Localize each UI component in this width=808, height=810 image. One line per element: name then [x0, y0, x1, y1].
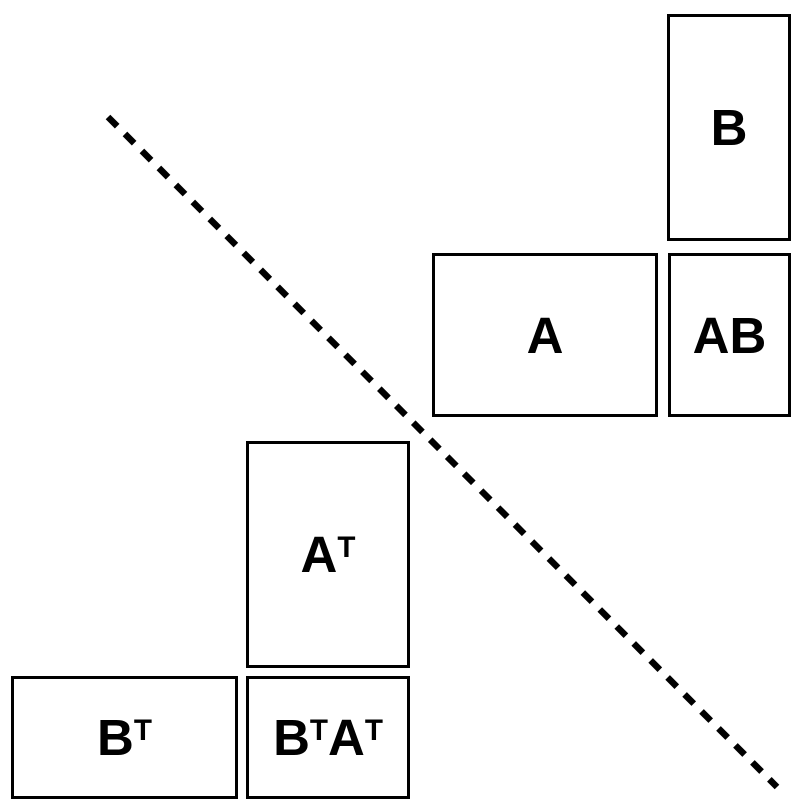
matrix-bt-at-label: BTAT	[273, 712, 383, 763]
matrix-a-transpose-label: AT	[301, 529, 356, 580]
matrix-box-bt-at-product: BTAT	[246, 676, 410, 799]
superscript-t: T	[309, 714, 328, 748]
matrix-b-label: B	[711, 102, 748, 153]
label-text: A	[328, 709, 365, 766]
label-text: A	[300, 526, 338, 583]
superscript-t: T	[364, 714, 383, 748]
superscript-t: T	[337, 531, 356, 565]
matrix-box-b: B	[667, 14, 791, 241]
matrix-a-label: A	[527, 310, 564, 361]
matrix-box-ab: AB	[668, 253, 791, 417]
matrix-ab-label: AB	[693, 310, 767, 361]
superscript-t: T	[133, 714, 152, 748]
matrix-box-a: A	[432, 253, 658, 417]
matrix-box-b-transpose: BT	[11, 676, 238, 799]
matrix-b-transpose-label: BT	[97, 712, 152, 763]
label-text: A	[526, 306, 564, 364]
label-text: B	[273, 709, 310, 766]
label-text: B	[710, 99, 748, 156]
matrix-box-a-transpose: AT	[246, 441, 410, 668]
label-text: AB	[692, 306, 767, 364]
label-text: B	[97, 709, 134, 766]
